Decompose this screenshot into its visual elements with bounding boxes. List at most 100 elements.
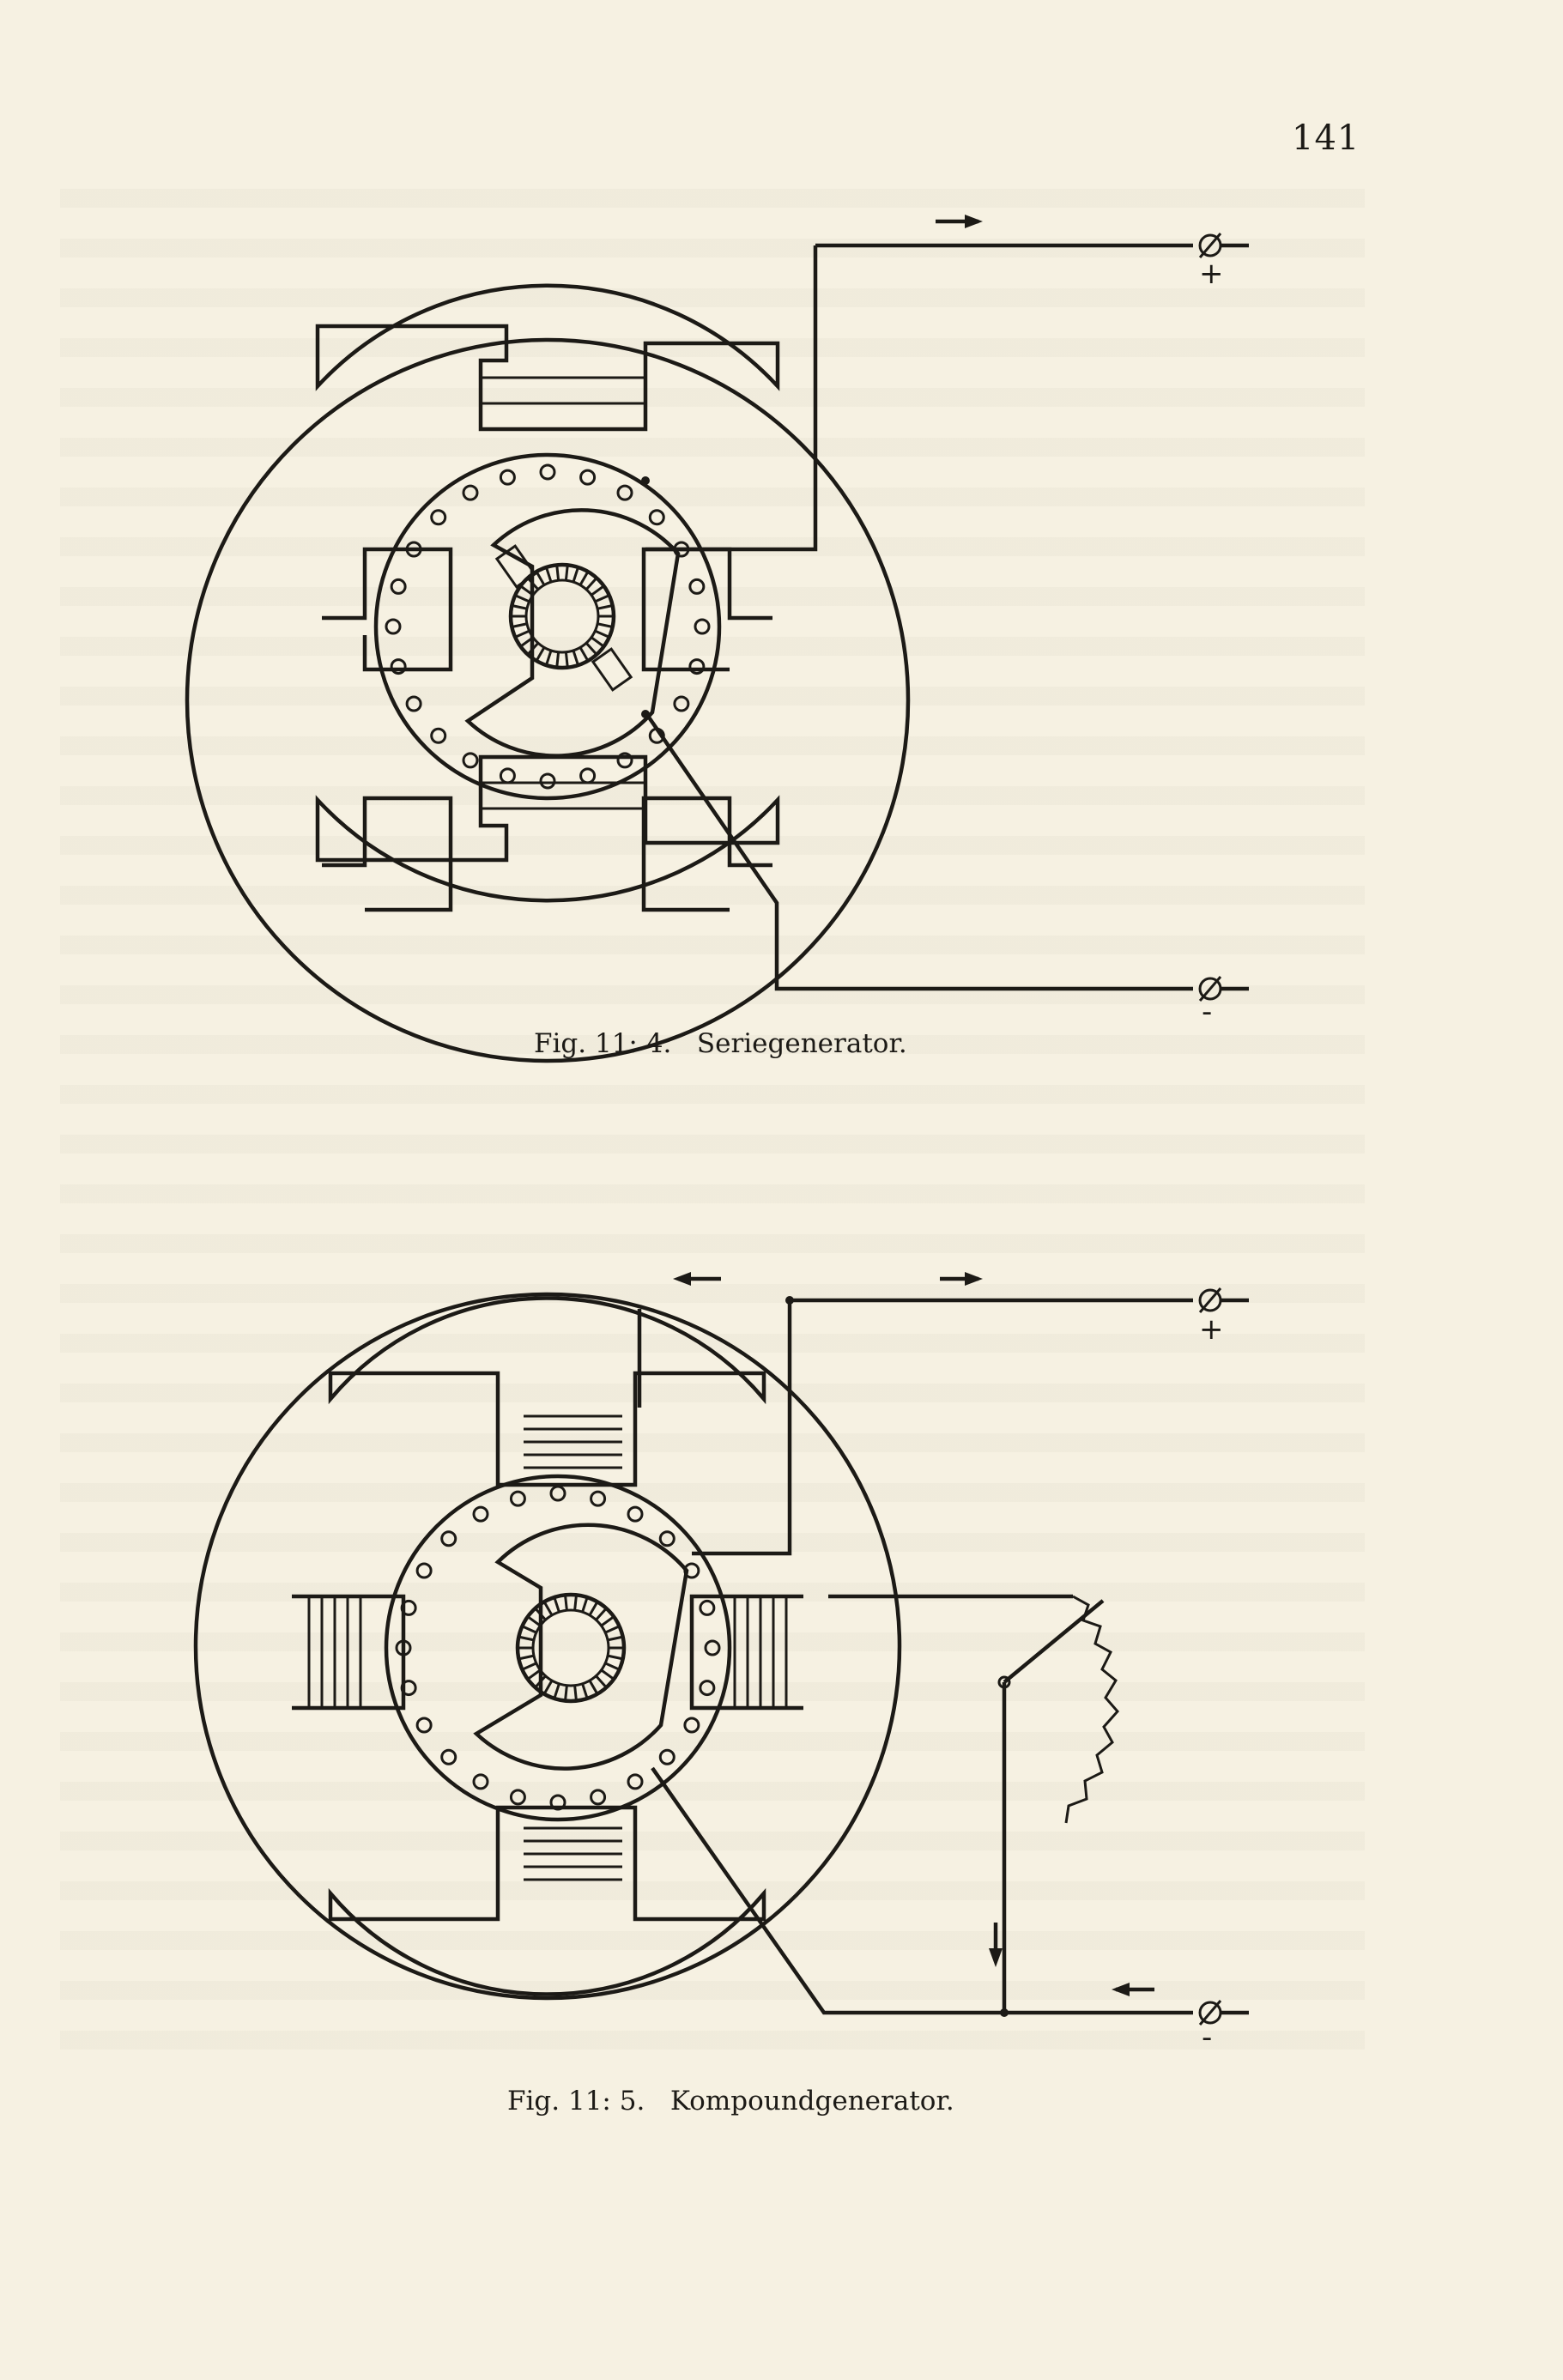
armature-slot <box>688 658 706 675</box>
stator-yoke <box>193 1292 902 2001</box>
armature-slot <box>648 509 665 526</box>
commutator-segment <box>600 1615 615 1627</box>
armature-slot <box>430 509 447 526</box>
commutator <box>515 1592 627 1704</box>
commutator-segment <box>518 1654 535 1661</box>
compound-generator-diagram: + - <box>193 1272 1249 2055</box>
armature-slot <box>390 578 407 595</box>
commutator-segment <box>553 1596 560 1613</box>
commutator-segment <box>545 650 553 666</box>
commutator-segment <box>572 566 579 583</box>
commutator-segment <box>514 629 530 639</box>
shunt-regulator-rheostat <box>1064 1595 1119 1824</box>
armature-slot <box>699 1599 716 1616</box>
pole-left <box>322 547 453 912</box>
armature-slot <box>440 1748 457 1765</box>
armature-slot <box>627 1773 644 1790</box>
armature-slot <box>627 1505 644 1523</box>
terminal-negative: - <box>1198 2000 1249 2055</box>
armature-slot <box>683 1717 700 1734</box>
minus-sign: - <box>1202 995 1212 1029</box>
pole-top <box>328 1296 766 1487</box>
armature-slot <box>704 1639 721 1656</box>
pole-left <box>292 1594 406 1711</box>
armature-slot <box>440 1530 457 1547</box>
commutator <box>508 562 616 670</box>
armature-slot <box>658 1530 675 1547</box>
commutator-segment <box>526 577 540 590</box>
pole-right <box>689 1594 803 1711</box>
commutator-segment <box>607 1654 623 1661</box>
commutator-segment <box>604 1625 621 1634</box>
commutator-segment <box>542 1680 554 1695</box>
armature-slot <box>590 1789 607 1806</box>
commutator-segment <box>588 1601 599 1616</box>
commutator-segment <box>594 594 610 603</box>
commutator-segment <box>579 646 590 662</box>
terminal-positive: + <box>1198 233 1249 291</box>
commutator-segment <box>518 1635 535 1642</box>
commutator-segment <box>526 1615 542 1627</box>
armature-slot <box>694 618 711 635</box>
commutator-segment <box>585 577 598 590</box>
brushes <box>494 544 633 692</box>
commutator-segment <box>573 1595 578 1611</box>
series-generator-diagram: + - <box>185 215 1249 1063</box>
terminal-positive: + <box>1198 1287 1249 1347</box>
commutator-segment <box>564 1685 568 1701</box>
armature-slot <box>549 1794 566 1811</box>
figure-caption-compound: Fig. 11: 5. Kompoundgenerator. <box>507 2086 954 2117</box>
armature-slots <box>385 463 711 790</box>
commutator-segment <box>526 1668 542 1681</box>
armature-slot <box>658 1748 675 1765</box>
armature-slot <box>499 469 516 486</box>
commutator-segment <box>555 651 560 668</box>
armature-slot <box>462 484 479 501</box>
commutator-segment <box>514 594 530 603</box>
armature-slot <box>405 541 422 558</box>
page-number: 141 <box>1292 118 1360 158</box>
commutator-segment <box>579 571 590 586</box>
commutator-segments <box>511 565 614 668</box>
armature-slot <box>400 1599 417 1616</box>
commutator-segment <box>604 1662 621 1671</box>
current-arrows <box>673 1272 1154 1996</box>
armature-slot <box>430 727 447 744</box>
commutator-segment <box>564 651 569 668</box>
armature-slot <box>590 1490 607 1507</box>
armature-slot <box>616 752 633 769</box>
commutator-segment <box>526 642 540 656</box>
commutator-segment <box>572 650 579 666</box>
commutator-segment <box>519 584 534 597</box>
figure-caption-series: Fig. 11: 4. Seriegenerator. <box>534 1028 907 1059</box>
armature-slot <box>509 1490 526 1507</box>
armature-slot <box>462 752 479 769</box>
commutator-segment <box>511 622 528 628</box>
bleed-through-text <box>60 189 1365 2077</box>
armature-slot <box>616 484 633 501</box>
armature-slot <box>673 695 690 712</box>
commutator-segment <box>521 1625 537 1634</box>
armature-slot <box>499 767 516 784</box>
armature-slot <box>699 1680 716 1697</box>
commutator-segments <box>518 1595 624 1701</box>
armature-slot <box>390 658 407 675</box>
stator-yoke <box>185 337 911 1063</box>
armature-slot <box>415 1562 433 1579</box>
commutator-segment <box>594 629 610 639</box>
commutator-segment <box>591 584 605 597</box>
armature-slot <box>385 618 402 635</box>
armature-slot <box>539 463 556 481</box>
commutator-segment <box>607 1635 623 1642</box>
commutator-segment <box>519 636 534 648</box>
current-arrow <box>936 215 983 228</box>
armature-slot <box>400 1680 417 1697</box>
commutator-segment <box>597 622 614 628</box>
commutator-segment <box>521 1662 537 1671</box>
commutator-segment <box>595 1607 608 1621</box>
armature-slot <box>509 1789 526 1806</box>
armature-slot <box>579 767 597 784</box>
armature-slot <box>688 578 706 595</box>
commutator-segment <box>585 642 598 656</box>
